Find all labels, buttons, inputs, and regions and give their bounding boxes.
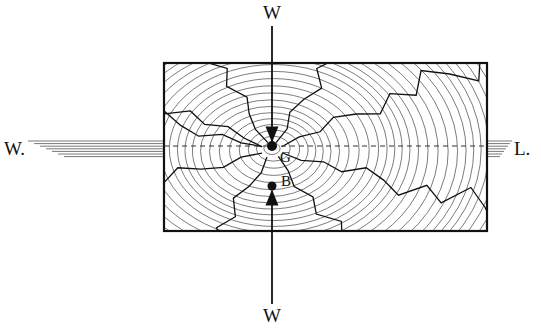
water-line-stroke [58,154,163,155]
growth-ring [164,63,487,231]
waterline-label: L. [514,139,530,158]
water-line-stroke [34,143,163,144]
water-line-stroke [40,146,163,147]
growth-ring [164,63,458,231]
water-line-stroke [488,154,502,155]
water-line-stroke [488,146,508,147]
growth-ring [164,63,481,231]
water-line-stroke [488,143,510,144]
radial-cracks [164,63,487,231]
waterline [164,146,487,147]
growth-ring [201,100,340,203]
growth-rings [164,63,487,231]
log-outline [164,63,487,231]
waterline-label: W. [4,139,25,158]
crack [164,153,262,231]
center-of-gravity-label: G [280,150,291,165]
crack [164,63,268,143]
growth-ring [164,63,487,231]
growth-ring [164,63,448,231]
water-line-stroke [28,141,163,142]
growth-ring [210,106,332,196]
crack [278,156,404,231]
water-line-stroke [52,151,163,152]
growth-ring [164,63,438,231]
water-line-stroke [488,156,500,157]
water-line-stroke [488,141,512,142]
growth-ring [164,63,410,231]
weight-arrow [271,26,273,141]
growth-ring [164,63,395,231]
growth-ring [164,63,419,231]
water-line-stroke [488,148,506,149]
growth-ring [164,63,487,231]
growth-ring [164,63,487,231]
weight-label: W [263,306,281,325]
buoyancy-arrow [271,191,273,304]
crack [276,63,388,143]
growth-ring [164,63,487,231]
weight-label: W [263,3,281,22]
water-line-stroke [46,148,163,149]
growth-ring [164,65,387,231]
center-of-buoyancy-label: B [281,174,291,189]
crack [282,153,487,230]
crack [164,72,262,146]
crack [282,63,487,147]
water-line-stroke [488,151,504,152]
growth-ring [164,63,428,231]
growth-ring [169,71,378,226]
growth-ring [164,63,402,231]
center-of-gravity-dot [267,141,277,151]
growth-ring [239,124,308,175]
center-of-buoyancy-dot [268,182,277,191]
growth-ring [177,79,369,221]
water-surface [28,141,512,157]
water-line-stroke [64,156,163,157]
growth-ring [248,130,299,168]
growth-ring [164,63,474,231]
growth-ring [192,93,349,209]
